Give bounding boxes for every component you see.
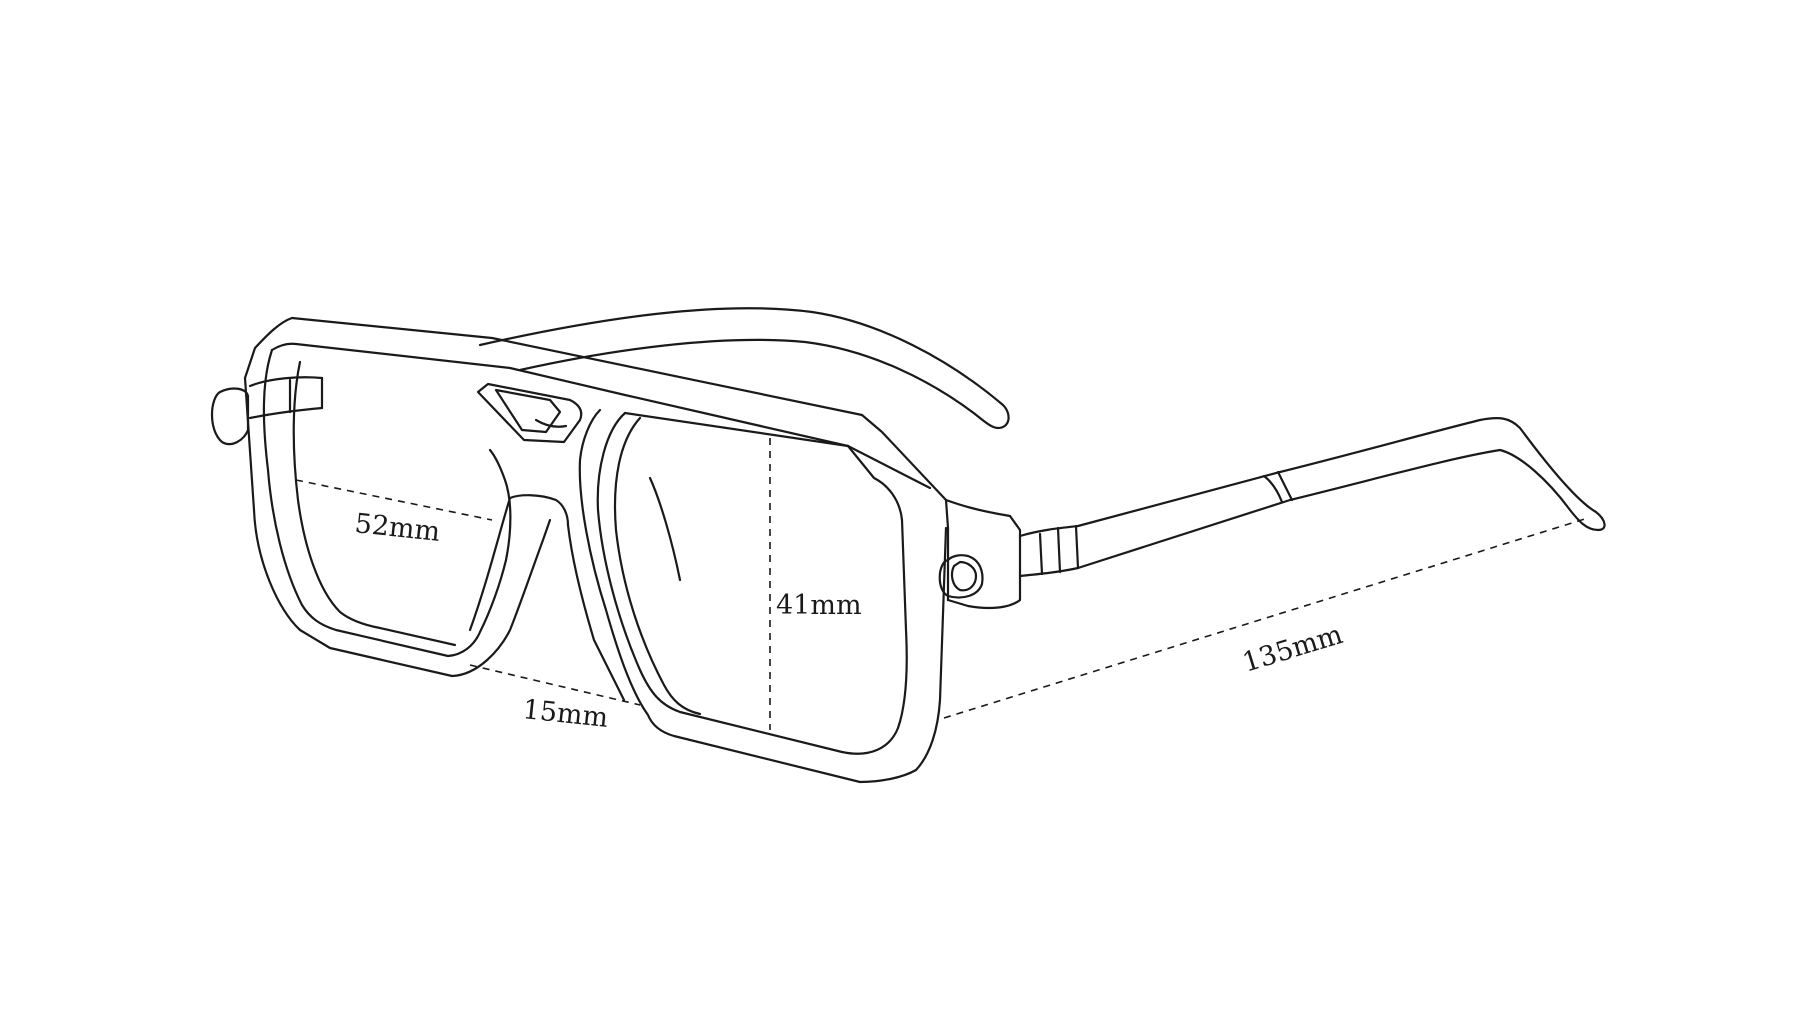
far-hinge bbox=[210, 376, 324, 446]
dimension-labels: 52mm 15mm 41mm 135mm bbox=[353, 508, 1346, 734]
bridge-width-line bbox=[469, 664, 641, 706]
right-lens-rim bbox=[578, 408, 948, 784]
near-hinge bbox=[938, 498, 1022, 610]
bridge-lower bbox=[468, 494, 626, 702]
temple-length-label: 135mm bbox=[1239, 619, 1346, 679]
dimension-lines bbox=[295, 438, 1589, 730]
temple-length-line bbox=[943, 517, 1589, 719]
bridge-width-label: 15mm bbox=[521, 694, 609, 734]
lens-height-label: 41mm bbox=[776, 590, 862, 621]
near-temple bbox=[1018, 417, 1606, 578]
far-temple bbox=[478, 307, 1010, 430]
frame-top-bar bbox=[243, 316, 950, 530]
bridge-upper bbox=[476, 382, 583, 444]
lens-width-label: 52mm bbox=[353, 508, 441, 548]
